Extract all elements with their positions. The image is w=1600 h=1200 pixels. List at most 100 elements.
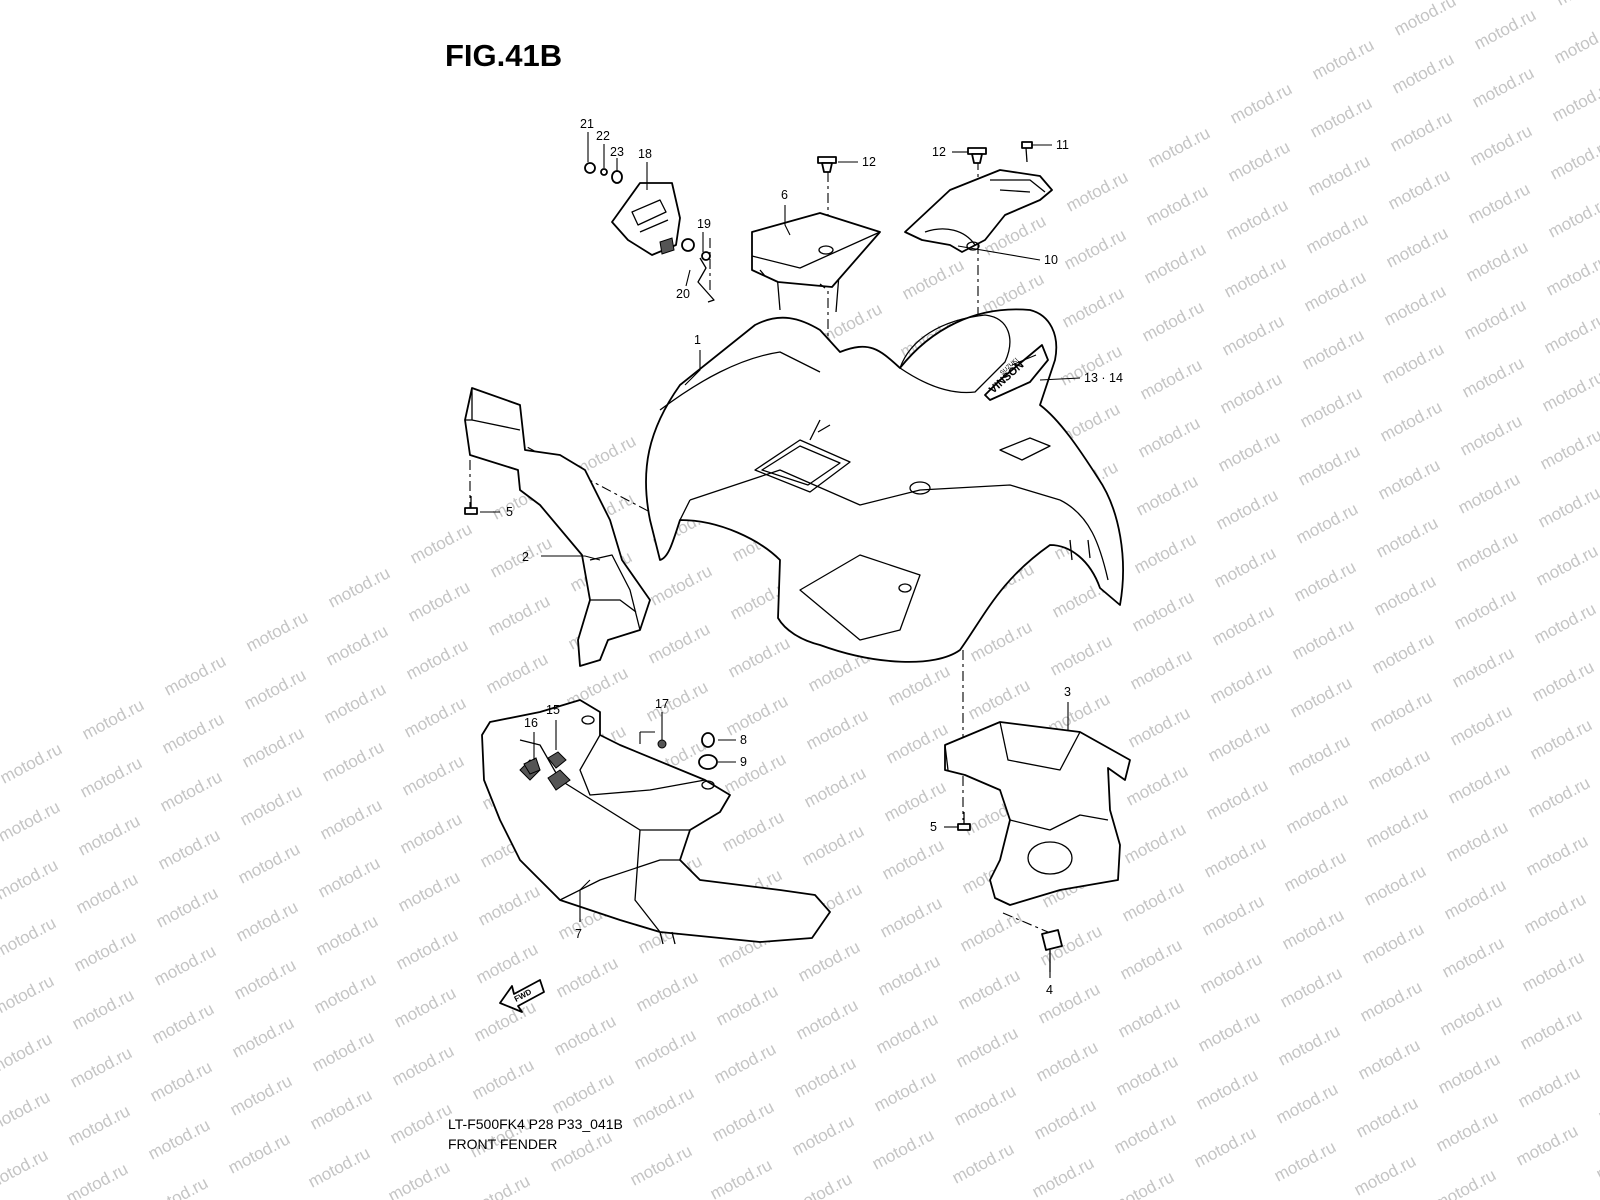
watermark-text: motod.ru (1129, 587, 1197, 635)
watermark-text: motod.ru (1223, 195, 1291, 243)
watermark-text: motod.ru (399, 751, 467, 799)
watermark-text: motod.ru (1523, 831, 1591, 879)
watermark-text: motod.ru (1029, 1153, 1097, 1200)
part-bracket (611, 182, 681, 256)
watermark-text: motod.ru (397, 809, 465, 857)
watermark-text: motod.ru (551, 1011, 619, 1059)
watermark-text: motod.ru (1525, 773, 1593, 821)
watermark-text: motod.ru (787, 1169, 855, 1200)
watermark-text: motod.ru (1199, 891, 1267, 939)
watermark-text: motod.ru (1463, 237, 1531, 285)
callout-7: 7 (575, 927, 582, 941)
watermark-text: motod.ru (1593, 1135, 1600, 1183)
watermark-text: motod.ru (1033, 1037, 1101, 1085)
watermark-text: motod.ru (151, 941, 219, 989)
watermark-text: motod.ru (237, 781, 305, 829)
watermark-text: motod.ru (1515, 1063, 1583, 1111)
watermark-text: motod.ru (1227, 79, 1295, 127)
watermark-text: motod.ru (225, 1129, 293, 1177)
watermark-text: motod.ru (323, 621, 391, 669)
watermark-text: motod.ru (153, 883, 221, 931)
callout-5-lower: 5 (930, 820, 937, 834)
watermark-text: motod.ru (307, 1085, 375, 1133)
watermark-text: motod.ru (389, 1041, 457, 1089)
watermark-text: motod.ru (401, 693, 469, 741)
watermark-text: motod.ru (0, 1145, 51, 1193)
watermark-text: motod.ru (879, 835, 947, 883)
watermark-text: motod.ru (235, 839, 303, 887)
watermark-text: motod.ru (1131, 529, 1199, 577)
watermark-text: motod.ru (789, 1111, 857, 1159)
watermark-text: motod.ru (1541, 309, 1600, 357)
watermark-text: motod.ru (1307, 93, 1375, 141)
watermark-text: motod.ru (1453, 527, 1521, 575)
watermark-text: motod.ru (1113, 1051, 1181, 1099)
watermark-text: motod.ru (1455, 469, 1523, 517)
watermark-text: motod.ru (953, 1023, 1021, 1071)
callout-4: 4 (1046, 983, 1053, 997)
watermark-text: motod.ru (647, 561, 715, 609)
watermark-text: motod.ru (145, 1115, 213, 1163)
watermark-text: motod.ru (79, 695, 147, 743)
watermark-text: motod.ru (709, 1097, 777, 1145)
watermark-text: motod.ru (951, 1081, 1019, 1129)
watermark-text: motod.ru (629, 1083, 697, 1131)
watermark-text: motod.ru (877, 893, 945, 941)
watermark-text: motod.ru (1527, 715, 1595, 763)
watermark-text: motod.ru (1275, 1021, 1343, 1069)
part-mud-guard-right (944, 721, 1131, 906)
watermark-text: motod.ru (711, 1039, 779, 1087)
watermark-text: motod.ru (1209, 601, 1277, 649)
watermark-text: motod.ru (155, 825, 223, 873)
watermark-text: motod.ru (161, 651, 229, 699)
callout-1: 1 (694, 333, 701, 347)
watermark-text: motod.ru (1535, 483, 1600, 531)
watermark-text: motod.ru (63, 1159, 131, 1200)
watermark-text: motod.ru (1519, 947, 1587, 995)
watermark-text: motod.ru (1449, 643, 1517, 691)
watermark-text: motod.ru (143, 1173, 211, 1200)
watermark-text: motod.ru (1431, 1165, 1499, 1200)
watermark-text: motod.ru (1365, 745, 1433, 793)
watermark-text: motod.ru (1457, 411, 1525, 459)
watermark-text: motod.ru (317, 795, 385, 843)
watermark-text: motod.ru (1047, 631, 1115, 679)
callout-20: 20 (676, 287, 690, 301)
watermark-text: motod.ru (883, 719, 951, 767)
watermark-text: motod.ru (1439, 933, 1507, 981)
watermark-text: motod.ru (949, 1139, 1017, 1187)
watermark-text: motod.ru (871, 1067, 939, 1115)
watermark-text: motod.ru (391, 983, 459, 1031)
watermark-text: motod.ru (0, 739, 65, 787)
watermark-text: motod.ru (1521, 889, 1589, 937)
watermark-text: motod.ru (791, 1053, 859, 1101)
watermark-text: motod.ru (159, 709, 227, 757)
watermark-text: motod.ru (957, 907, 1025, 955)
watermark-text: motod.ru (311, 969, 379, 1017)
watermark-text: motod.ru (1127, 645, 1195, 693)
watermark-text: motod.ru (319, 737, 387, 785)
watermark-text: motod.ru (1281, 847, 1349, 895)
watermark-text: motod.ru (1355, 1035, 1423, 1083)
watermark-text: motod.ru (485, 591, 553, 639)
watermark-text: motod.ru (325, 563, 393, 611)
watermark-text: motod.ru (75, 811, 143, 859)
watermark-text: motod.ru (1545, 193, 1600, 241)
watermark-text: motod.ru (469, 1055, 537, 1103)
watermark-text: motod.ru (1379, 339, 1447, 387)
watermark-text: motod.ru (1549, 77, 1600, 125)
part-lid (751, 212, 881, 289)
watermark-text: motod.ru (1377, 397, 1445, 445)
watermark-text: motod.ru (1539, 367, 1600, 415)
watermark-text: motod.ru (643, 677, 711, 725)
watermark-text: motod.ru (1203, 775, 1271, 823)
watermark-text: motod.ru (1445, 759, 1513, 807)
callout-18: 18 (638, 147, 652, 161)
model-code: LT-F500FK4 P28 P33_041B (448, 1116, 623, 1132)
watermark-text: motod.ru (309, 1027, 377, 1075)
watermark-text: motod.ru (1391, 0, 1459, 40)
watermark-text: motod.ru (1433, 1107, 1501, 1155)
watermark-text: motod.ru (149, 999, 217, 1047)
watermark-text: motod.ru (1595, 1077, 1600, 1125)
